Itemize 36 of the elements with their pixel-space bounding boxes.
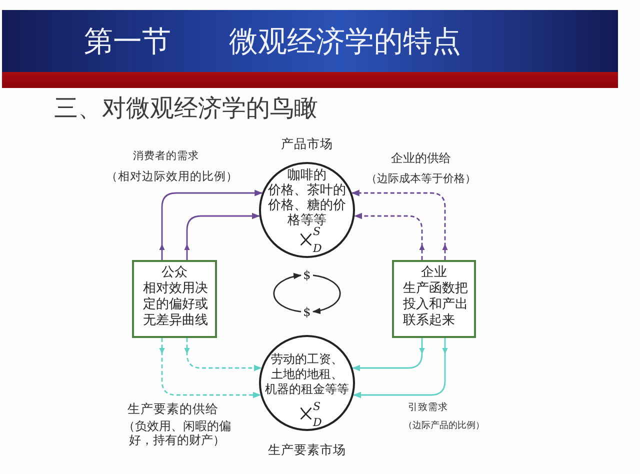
flow-label: （边际成本等于价格） bbox=[366, 171, 476, 186]
market-caption: 生产要素市场 bbox=[268, 442, 346, 457]
curve-label: S bbox=[313, 401, 321, 412]
flow-arrow bbox=[353, 338, 448, 398]
box-heading: 公众 bbox=[162, 265, 188, 281]
market-caption: 产品市场 bbox=[281, 136, 333, 151]
flow-arrow bbox=[351, 190, 448, 260]
money-label: $ bbox=[303, 305, 311, 319]
money-label: $ bbox=[303, 268, 311, 282]
agent-box bbox=[132, 260, 217, 338]
flow-arrow bbox=[184, 212, 260, 260]
cycle-arrow bbox=[312, 274, 341, 314]
flow-arrow bbox=[159, 338, 261, 398]
curve-label: D bbox=[313, 243, 322, 254]
flow-arrow bbox=[352, 338, 425, 372]
flow-label: 消费者的需求 bbox=[133, 149, 199, 163]
box-heading: 企业 bbox=[421, 265, 447, 281]
market-text: 咖啡的价格、茶叶的价格、糖的价格等等 bbox=[268, 168, 346, 228]
section-heading: 三、对微观经济学的鸟瞰 bbox=[54, 93, 318, 123]
slide-title: 第一节 微观经济学的特点 bbox=[84, 23, 461, 59]
flow-label: 企业的供给 bbox=[391, 151, 451, 166]
flow-arrow bbox=[159, 190, 263, 260]
flow-arrow bbox=[184, 338, 262, 372]
flow-label: 引致需求 bbox=[408, 402, 448, 414]
box-text: 生产函数把投入和产出联系起来 bbox=[403, 281, 469, 329]
flow-label: （边际产品的比例） bbox=[404, 420, 484, 432]
curve-label: S bbox=[313, 226, 321, 237]
flow-label: 生产要素的供给 bbox=[128, 401, 218, 416]
flow-arrow bbox=[354, 212, 425, 260]
flow-label: （负效用、闲暇的偏好，持有的财产） bbox=[122, 419, 232, 447]
curve-label: D bbox=[313, 417, 322, 428]
agent-box bbox=[392, 260, 476, 338]
box-text: 相对效用决定的偏好或无差异曲线 bbox=[143, 281, 209, 329]
market-text: 劳动的工资、土地的地租、机器的租金等等 bbox=[265, 352, 349, 396]
flow-label: （相对边际效用的比例） bbox=[106, 169, 238, 184]
cycle-arrow bbox=[273, 273, 302, 312]
